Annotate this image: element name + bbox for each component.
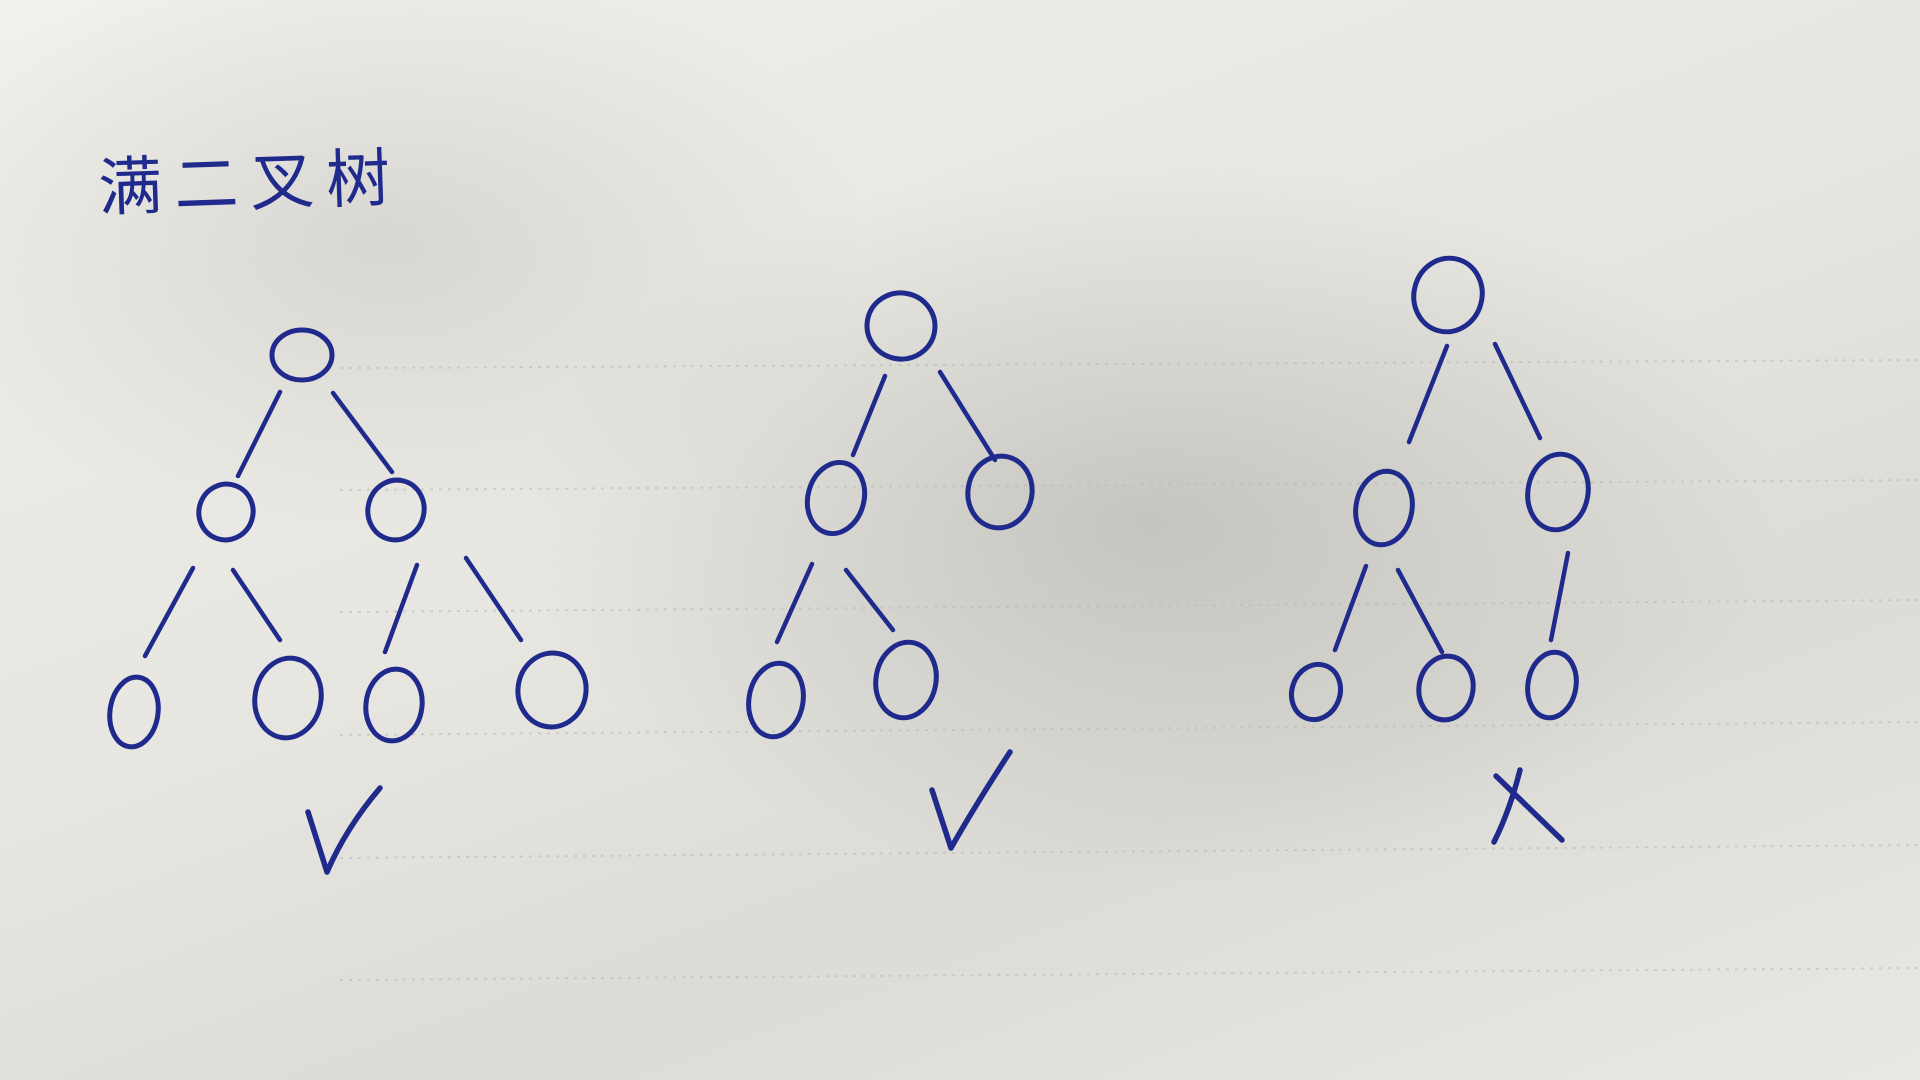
tree-1-left-node [196,481,256,543]
tree-2-left-node [804,459,868,537]
tree-3-edge [1548,550,1571,643]
tree-1-check-mark-icon [305,785,383,875]
tree-1-edge [463,555,524,643]
tree-3-edge [1406,343,1450,445]
tree-1-edge [230,567,283,643]
ruled-lines [339,359,1920,981]
tree-2-root-node [864,290,938,362]
tree-3-edge [1332,563,1369,653]
tree-2-leaf-node [746,660,806,740]
tree-1-edge [235,389,283,479]
tree-3-left-node [1353,468,1415,548]
tree-3-leaf-node [1525,649,1579,721]
tree-1-root-node [269,327,335,383]
tree-1 [107,327,589,875]
tree-1-leaf-node [107,674,161,750]
tree-1-leaf-node [515,650,589,730]
tree-3-leaf-node [1288,661,1344,723]
tree-2-right-node [965,453,1035,531]
tree-1-edge [142,565,196,659]
tree-3-leaf-node [1416,653,1476,723]
tree-2-edge [774,561,815,645]
tree-3-right-node [1525,451,1591,533]
tree-3 [1288,255,1591,845]
tree-1-leaf-node [363,666,425,744]
tree-1-edge [382,562,420,655]
tree-3-edge [1492,341,1543,441]
tree-1-right-node [365,477,427,543]
tree-2-edge [937,369,998,463]
tree-2-check-mark-icon [929,749,1013,851]
tree-3-root-node [1411,255,1485,335]
tree-3-cross-mark-icon [1491,767,1565,845]
tree-2-edge [850,373,888,458]
tree-2-leaf-node [873,639,939,721]
tree-2 [746,290,1035,851]
tree-1-leaf-node [252,655,324,741]
tree-3-edge [1395,567,1445,655]
tree-2-edge [843,567,896,633]
tree-1-edge [330,390,395,475]
